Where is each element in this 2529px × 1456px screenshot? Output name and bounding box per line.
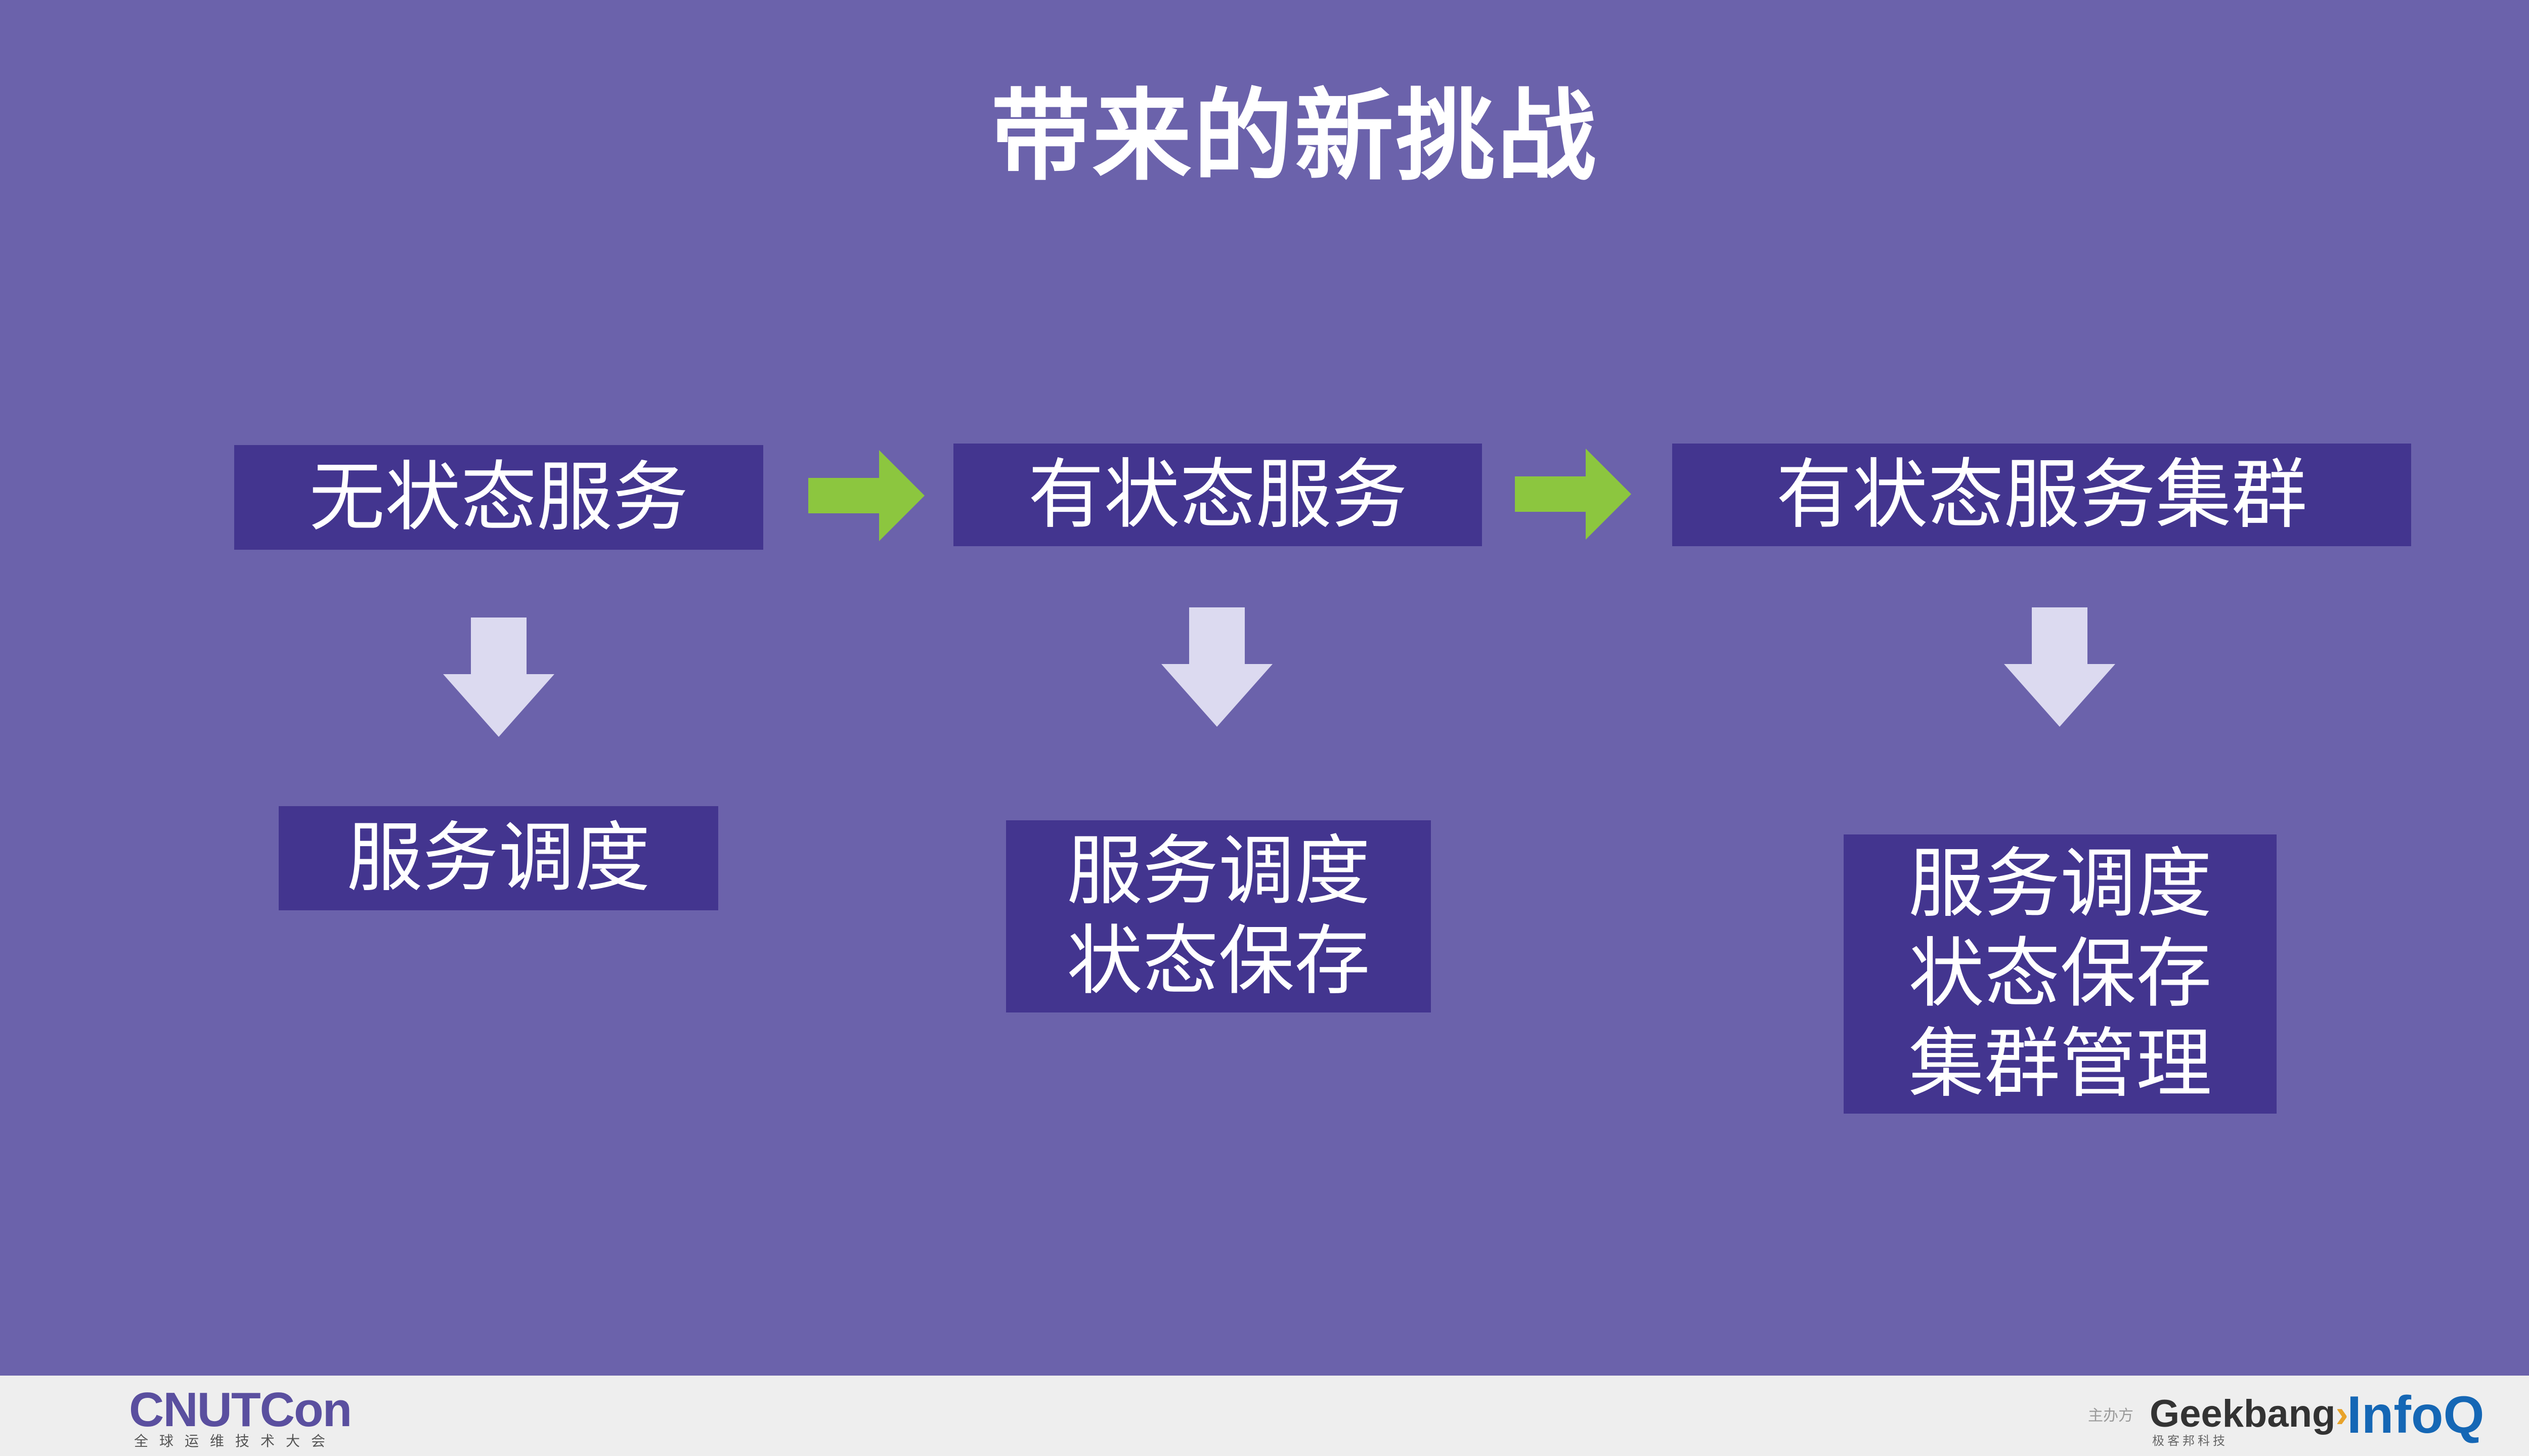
detail-item: 服务调度 bbox=[1066, 827, 1370, 915]
right-arrow-icon bbox=[808, 450, 925, 541]
stage-header-label: 有状态服务集群 bbox=[1776, 451, 2307, 539]
detail-item: 服务调度 bbox=[346, 814, 650, 902]
infoq-logo: InfoQ bbox=[2347, 1386, 2484, 1444]
stage-header-stateful: 有状态服务 bbox=[953, 444, 1482, 546]
right-arrow-icon bbox=[1515, 449, 1631, 540]
cnutcon-logo: CNUTCon bbox=[129, 1383, 352, 1437]
down-arrow-icon bbox=[443, 617, 554, 737]
detail-item: 集群管理 bbox=[1908, 1020, 2212, 1108]
detail-item: 状态保存 bbox=[1908, 930, 2212, 1018]
slide-title: 带来的新挑战 bbox=[991, 79, 1598, 194]
stage-header-stateless: 无状态服务 bbox=[234, 445, 763, 550]
stage-details-stateful-cluster: 服务调度 状态保存 集群管理 bbox=[1844, 834, 2277, 1114]
detail-item: 服务调度 bbox=[1908, 840, 2212, 928]
cnutcon-subtitle: 全球运维技术大会 bbox=[134, 1433, 337, 1449]
stage-header-label: 有状态服务 bbox=[1028, 451, 1408, 539]
footer-bar: CNUTCon 全球运维技术大会 主办方 Geekbang›. 极客邦科技 In… bbox=[0, 1376, 2529, 1456]
geekbang-logo: Geekbang›. bbox=[2150, 1392, 2359, 1435]
detail-item: 状态保存 bbox=[1066, 917, 1370, 1005]
organizer-label: 主办方 bbox=[2088, 1407, 2133, 1425]
stage-details-stateful: 服务调度 状态保存 bbox=[1006, 820, 1431, 1012]
down-arrow-icon bbox=[1161, 607, 1273, 727]
stage-header-label: 无状态服务 bbox=[309, 453, 688, 542]
geekbang-subtitle: 极客邦科技 bbox=[2152, 1434, 2228, 1448]
down-arrow-icon bbox=[2004, 607, 2115, 727]
stage-details-stateless: 服务调度 bbox=[279, 806, 718, 910]
stage-header-stateful-cluster: 有状态服务集群 bbox=[1672, 444, 2411, 546]
